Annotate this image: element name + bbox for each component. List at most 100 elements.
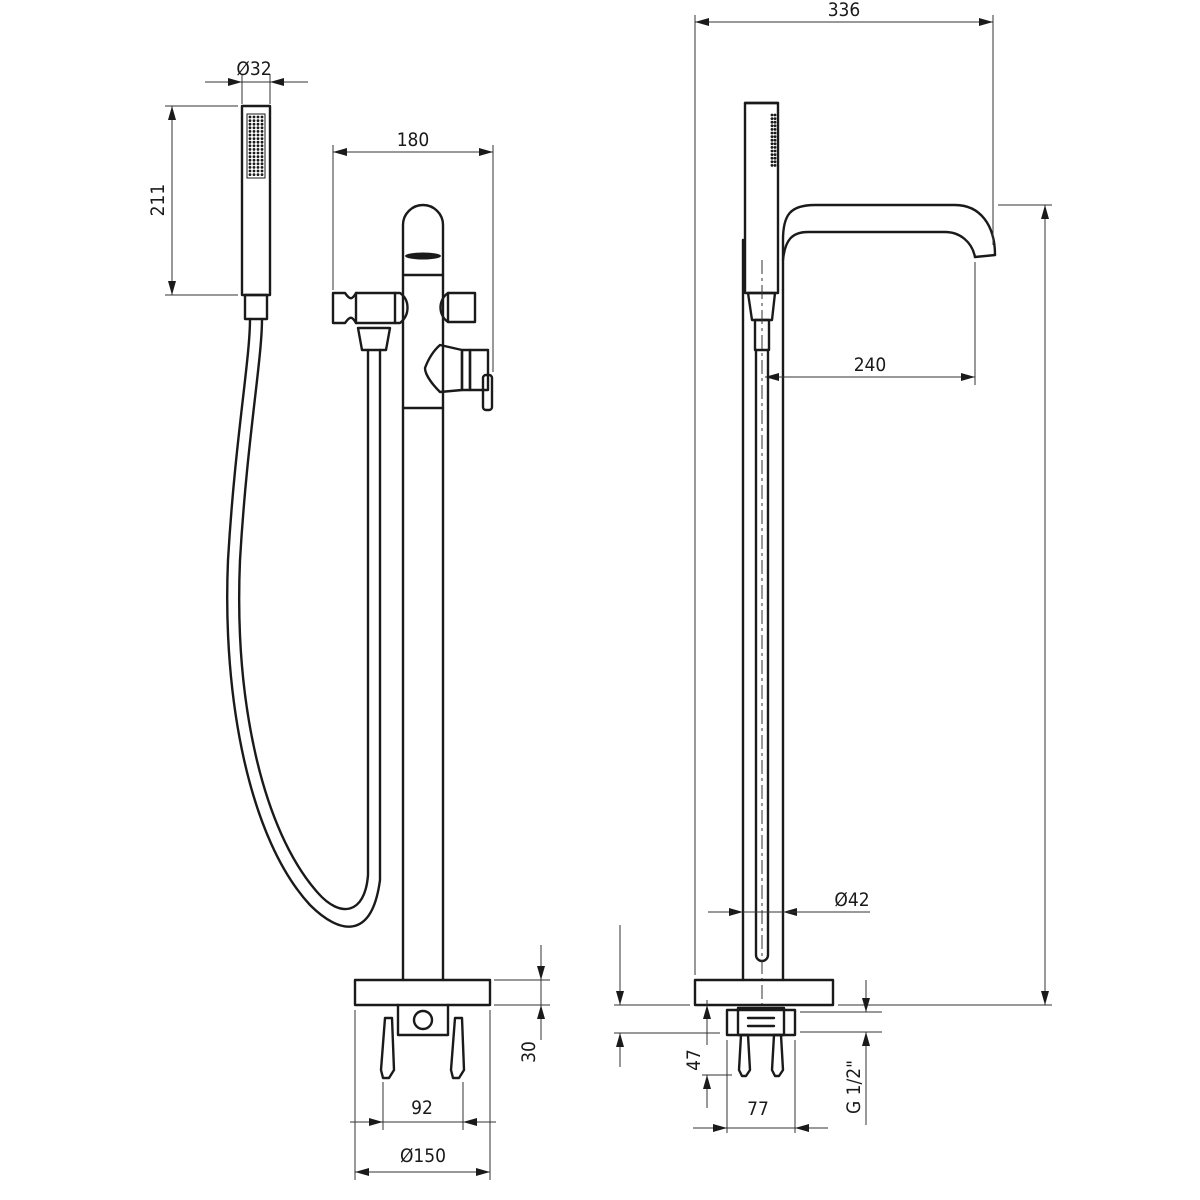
nozzle-dot	[773, 138, 777, 142]
nozzle-dot	[260, 122, 264, 126]
nozzle-dot	[770, 138, 774, 142]
nozzle-dot	[248, 169, 252, 173]
nozzle-dot	[260, 148, 264, 151]
nozzle-dot	[252, 162, 256, 166]
nozzle-dot	[248, 122, 252, 126]
dimension-base-height: 30	[494, 945, 550, 1063]
dimension-label: 211	[147, 184, 169, 217]
nozzle-dot	[248, 162, 252, 166]
nozzle-dot	[773, 120, 777, 124]
dimension-label: 47	[683, 1049, 705, 1071]
nozzle-dot	[770, 131, 774, 135]
nozzle-dot	[256, 173, 260, 177]
dimension-label: Ø150	[400, 1145, 446, 1167]
nozzle-dot	[256, 130, 260, 133]
nozzle-dot	[252, 140, 256, 144]
nozzle-dot	[252, 119, 256, 122]
dimension-label: 77	[747, 1098, 769, 1120]
nozzle-dot	[252, 115, 256, 119]
nozzle-dot	[256, 133, 260, 137]
nozzle-dot	[256, 151, 260, 155]
nozzle-dot	[260, 166, 264, 169]
nozzle-dot	[252, 151, 256, 155]
nozzle-dot	[770, 113, 774, 117]
nozzle-dot	[252, 173, 256, 177]
nozzle-dot	[256, 162, 260, 166]
nozzle-dot	[256, 166, 260, 169]
nozzle-dot	[248, 155, 252, 159]
mixer-body-front	[741, 101, 997, 1010]
nozzle-dot	[256, 126, 260, 130]
nozzle-dot	[248, 115, 252, 119]
nozzle-dot	[252, 158, 256, 162]
dimension-connection-thread: G 1/2"	[800, 980, 882, 1125]
nozzle-dot	[256, 158, 260, 162]
nozzle-dot	[248, 173, 252, 177]
nozzle-dot	[773, 146, 777, 149]
nozzle-dot	[252, 169, 256, 173]
dimension-fixing-depth: 47	[683, 1000, 732, 1108]
nozzle-dot	[770, 153, 774, 157]
nozzle-dot	[770, 124, 774, 128]
dimension-label: 336	[828, 0, 861, 21]
nozzle-dot	[770, 146, 774, 149]
dimension-label: Ø32	[236, 58, 271, 80]
nozzle-dot	[770, 149, 774, 153]
dimension-label: 180	[397, 129, 430, 151]
nozzle-dot	[770, 135, 774, 139]
nozzle-dot	[248, 140, 252, 144]
nozzle-dot	[773, 131, 777, 135]
nozzle-dot	[256, 119, 260, 122]
dimension-label: Ø42	[834, 889, 869, 911]
dimension-spout-reach: 240	[765, 262, 976, 385]
nozzle-dot	[770, 120, 774, 124]
nozzle-dot	[252, 130, 256, 133]
nozzle-dot	[773, 127, 777, 131]
nozzle-dot	[256, 137, 260, 141]
nozzle-dot	[248, 133, 252, 137]
nozzle-dot	[770, 117, 774, 120]
shower-nozzles	[246, 113, 266, 179]
dimension-hand-shower-length: 211	[147, 105, 238, 296]
mixer-body-side	[331, 203, 494, 982]
nozzle-dot	[260, 133, 264, 137]
nozzle-dot	[260, 155, 264, 159]
nozzle-dot	[773, 156, 777, 160]
nozzle-dot	[252, 126, 256, 130]
nozzle-dot	[248, 130, 252, 133]
nozzle-dot	[248, 158, 252, 162]
nozzle-dot	[260, 130, 264, 133]
nozzle-dot	[260, 173, 264, 177]
nozzle-dot	[256, 169, 260, 173]
nozzle-dot	[260, 158, 264, 162]
nozzle-dot	[770, 160, 774, 164]
dimension-total-height	[838, 204, 1052, 1006]
dimension-label: 240	[854, 354, 887, 376]
nozzle-dot	[252, 122, 256, 126]
dimension-hand-shower-diameter: Ø32	[205, 58, 308, 104]
nozzle-dot	[248, 119, 252, 122]
nozzle-dot	[260, 169, 264, 173]
nozzle-dot	[256, 155, 260, 159]
nozzle-dot	[770, 156, 774, 160]
nozzle-dot	[773, 142, 777, 146]
nozzle-dot	[260, 137, 264, 141]
nozzle-dot	[252, 155, 256, 159]
nozzle-dot	[252, 137, 256, 141]
dimension-column-diameter: Ø42	[708, 889, 870, 916]
nozzle-dot	[252, 133, 256, 137]
shower-hose	[226, 317, 392, 928]
nozzle-dot	[256, 148, 260, 151]
nozzle-dot	[248, 151, 252, 155]
nozzle-dot	[252, 148, 256, 151]
nozzle-dot	[260, 151, 264, 155]
dimension-total-depth: 336	[694, 0, 994, 975]
base-left	[353, 978, 492, 1080]
dimension-bracket-width: 77	[693, 1040, 828, 1133]
nozzle-dot	[770, 164, 774, 167]
nozzle-dot	[248, 144, 252, 148]
nozzle-dot	[248, 137, 252, 141]
nozzle-dot	[770, 127, 774, 131]
nozzle-dot	[773, 164, 777, 167]
